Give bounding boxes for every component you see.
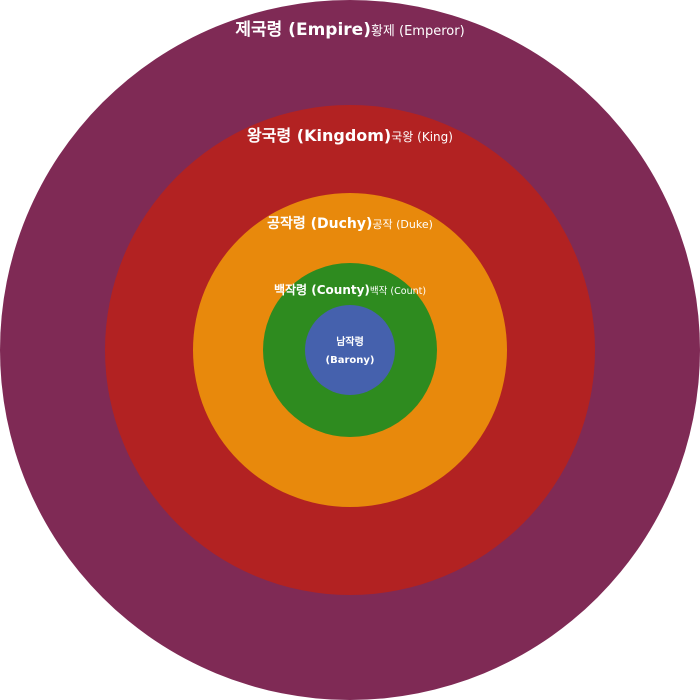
county-label: 백작령 (County)백작 (Count) <box>0 281 700 297</box>
barony-label: 남작령 (Barony) <box>0 334 700 370</box>
duchy-label: 공작령 (Duchy)공작 (Duke) <box>0 215 700 231</box>
barony-title-english: (Barony) <box>325 355 375 366</box>
duchy-title: 공작령 (Duchy) <box>267 216 373 232</box>
barony-ring <box>305 305 395 395</box>
kingdom-label: 왕국령 (Kingdom)국왕 (King) <box>0 128 700 144</box>
barony-title-korean: 남작령 <box>336 337 364 348</box>
empire-title: 제국령 (Empire) <box>235 20 371 40</box>
county-ruler: 백작 (Count) <box>369 286 427 297</box>
duchy-ruler: 공작 (Duke) <box>372 218 433 231</box>
kingdom-title: 왕국령 (Kingdom) <box>247 126 392 145</box>
empire-ruler: 황제 (Emperor) <box>370 24 465 39</box>
empire-label: 제국령 (Empire)황제 (Emperor) <box>0 22 700 39</box>
kingdom-ruler: 국왕 (King) <box>391 130 453 144</box>
county-title: 백작령 (County) <box>273 283 370 297</box>
